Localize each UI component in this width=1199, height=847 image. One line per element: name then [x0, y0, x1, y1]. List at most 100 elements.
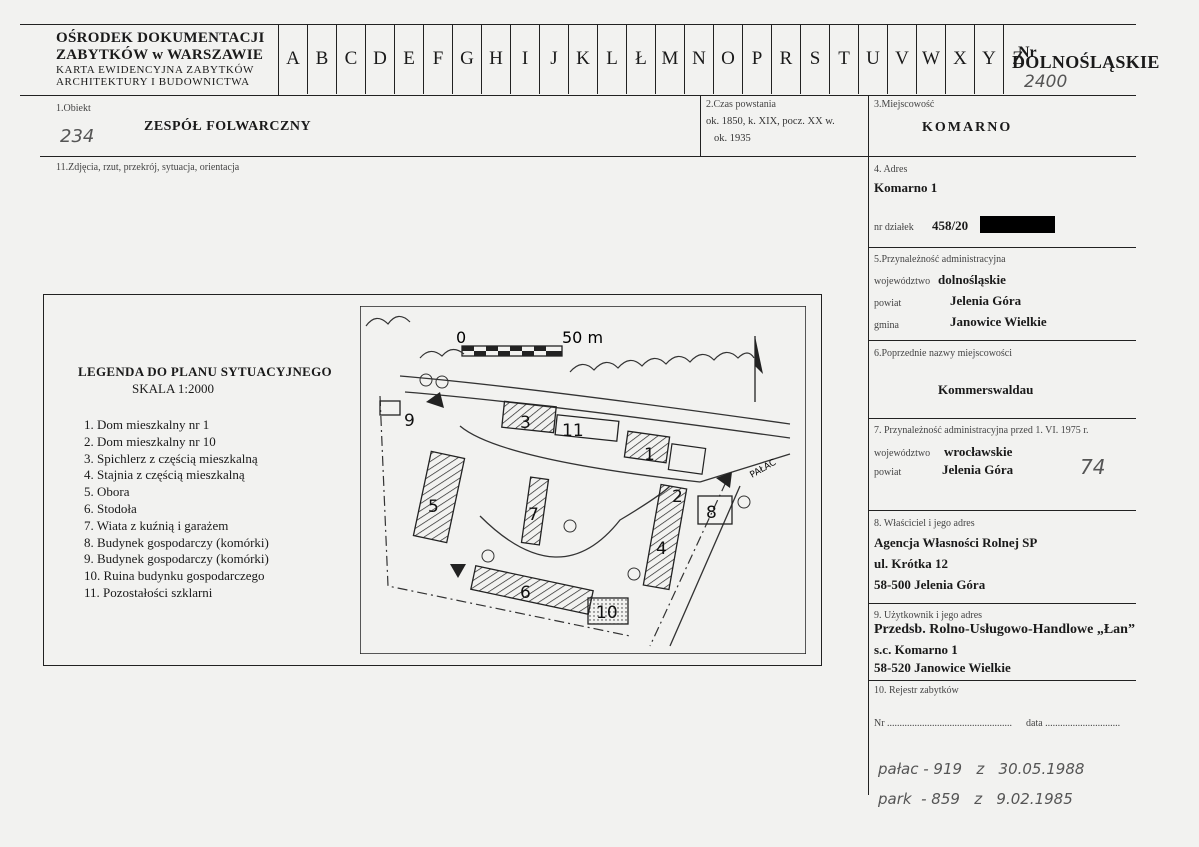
alphabet-letter: H: [481, 24, 510, 94]
wlasciciel-line2: ul. Krótka 12: [874, 556, 949, 571]
card-type-line2: ARCHITEKTURY I BUDOWNICTWA: [56, 76, 250, 88]
legend-item: 2. Dom mieszkalny nr 10: [84, 433, 216, 449]
scale-bar: [461, 345, 563, 357]
institution-header: OŚRODEK DOKUMENTACJI ZABYTKÓW w WARSZAWI…: [56, 30, 268, 88]
wojewodztwo-value: dolnośląskie: [938, 272, 1006, 287]
scale-zero: 0: [456, 328, 466, 347]
legend-item: 3. Spichlerz z częścią mieszkalną: [84, 450, 258, 466]
road-north-inner: [404, 391, 791, 439]
alphabet-letter: M: [655, 24, 684, 94]
north-arrow: [755, 336, 763, 374]
tree: [435, 375, 449, 389]
czas-line1: ok. 1850, k. XIX, pocz. XX w.: [706, 116, 835, 127]
entrance-marker: [426, 392, 444, 408]
adres-label: 4. Adres: [874, 164, 908, 175]
alphabet-letter: R: [771, 24, 800, 94]
przed1975-powiat-value: Jelenia Góra: [942, 462, 1014, 477]
przed1975-powiat-label: powiat: [874, 467, 902, 478]
road-east: [699, 453, 791, 483]
alphabet-letter: L: [597, 24, 626, 94]
powiat-value: Jelenia Góra: [950, 293, 1022, 308]
rejestr-nr-label: Nr .....................................…: [874, 718, 1013, 729]
obiekt-value: ZESPÓŁ FOLWARCZNY: [144, 119, 312, 134]
alphabet-letter: Y: [974, 24, 1003, 94]
building-number-10: 10: [596, 603, 618, 623]
alphabet-letter: O: [713, 24, 742, 94]
building-5: [412, 450, 466, 544]
alphabet-letter: D: [365, 24, 394, 94]
tree: [419, 373, 433, 387]
building-11: [554, 414, 620, 442]
alphabet-letter: F: [423, 24, 452, 94]
alphabet-letter: P: [742, 24, 771, 94]
building-8: [697, 495, 733, 525]
poprzednie-label: 6.Poprzednie nazwy miejscowości: [874, 348, 1013, 359]
czas-line2: ok. 1935: [714, 133, 751, 144]
wlasciciel-line3: 58-500 Jelenia Góra: [874, 577, 986, 592]
building-number-8: 8: [706, 503, 717, 523]
building-6: [470, 565, 594, 615]
legend-item: 4. Stajnia z częścią mieszkalną: [84, 467, 245, 483]
building-number-1: 1: [644, 445, 655, 465]
building-9: [379, 400, 401, 416]
inner-road: [459, 425, 701, 483]
building-10: [587, 597, 629, 625]
alphabet-letter: C: [336, 24, 365, 94]
building-1-annex: [667, 443, 707, 475]
building-number-6: 6: [520, 583, 531, 603]
building-number-11: 11: [562, 421, 584, 441]
tree-line: [419, 348, 755, 373]
legend-item: 6. Stodoła: [84, 500, 137, 516]
alphabet-letter: N: [684, 24, 713, 94]
building-number-4: 4: [656, 539, 667, 559]
alphabet-letter: J: [539, 24, 568, 94]
alphabet-letter: A: [278, 24, 307, 94]
card-number-handwritten: 2400: [1024, 72, 1068, 92]
dzialek-value: 458/20: [932, 218, 969, 233]
alphabet-letter: Z: [1003, 24, 1032, 94]
rejestr-entry-palace: pałac - 919 z 30.05.1988: [878, 760, 1085, 778]
boundary-west: [379, 395, 631, 637]
tree-line-top: [365, 315, 411, 327]
rejestr-label: 10. Rejestr zabytków: [874, 685, 959, 696]
wojewodztwo-label: województwo: [874, 276, 931, 287]
building-number-9: 9: [404, 411, 415, 431]
nr-label: Nr: [1018, 44, 1037, 61]
wlasciciel-line1: Agencja Własności Rolnej SP: [874, 535, 1038, 550]
obiekt-label: 1.Obiekt: [56, 103, 91, 114]
org-name-line1: OŚRODEK DOKUMENTACJI: [56, 30, 265, 46]
building-number-2: 2: [672, 487, 683, 507]
building-1: [623, 430, 671, 464]
alphabet-letter: V: [887, 24, 916, 94]
rejestr-data-label: data ..............................: [1026, 718, 1121, 729]
entrance-marker: [716, 472, 732, 488]
building-3: [501, 400, 557, 434]
przed1975-woj-value: wrocławskie: [944, 444, 1013, 459]
alphabet-letter: X: [945, 24, 974, 94]
legend-title: LEGENDA DO PLANU SYTUACYJNEGO: [78, 364, 332, 379]
palac-label: PAŁAC: [749, 458, 779, 481]
tree: [737, 495, 751, 509]
uzytkownik-label: 9. Użytkownik i jego adres: [874, 610, 983, 621]
region-name: DOLNOŚLĄSKIE: [1012, 52, 1160, 72]
tree: [627, 567, 641, 581]
legend-item: 8. Budynek gospodarczy (komórki): [84, 534, 269, 550]
rejestr-entry-park: park - 859 z 9.02.1985: [878, 790, 1073, 808]
building-numbers: 1 2 3 4 5 6 7 8 9 10 11: [404, 411, 717, 623]
card-type-line1: KARTA EWIDENCYJNA ZABYTKÓW: [56, 64, 254, 76]
uzytkownik-line1: Przedsb. Rolno-Usługowo-Handlowe „Łan”: [874, 622, 1135, 637]
zdjecia-label: 11.Zdjęcia, rzut, przekrój, sytuacja, or…: [56, 162, 240, 173]
legend-scale: SKALA 1:2000: [132, 381, 214, 396]
alphabet-letter: I: [510, 24, 539, 94]
dzialek-label: nr działek: [874, 222, 914, 233]
poprzednie-value: Kommerswaldau: [938, 382, 1034, 397]
legend-item: 10. Ruina budynku gospodarczego: [84, 568, 265, 584]
alphabet-letter: Ł: [626, 24, 655, 94]
adres-value: Komarno 1: [874, 180, 938, 195]
plan-legend: LEGENDA DO PLANU SYTUACYJNEGO SKALA 1:20…: [78, 364, 358, 602]
legend-item: 1. Dom mieszkalny nr 1: [84, 417, 210, 432]
scale-end: 50 m: [562, 328, 603, 347]
powiat-label: powiat: [874, 298, 902, 309]
wlasciciel-label: 8. Właściciel i jego adres: [874, 518, 975, 529]
